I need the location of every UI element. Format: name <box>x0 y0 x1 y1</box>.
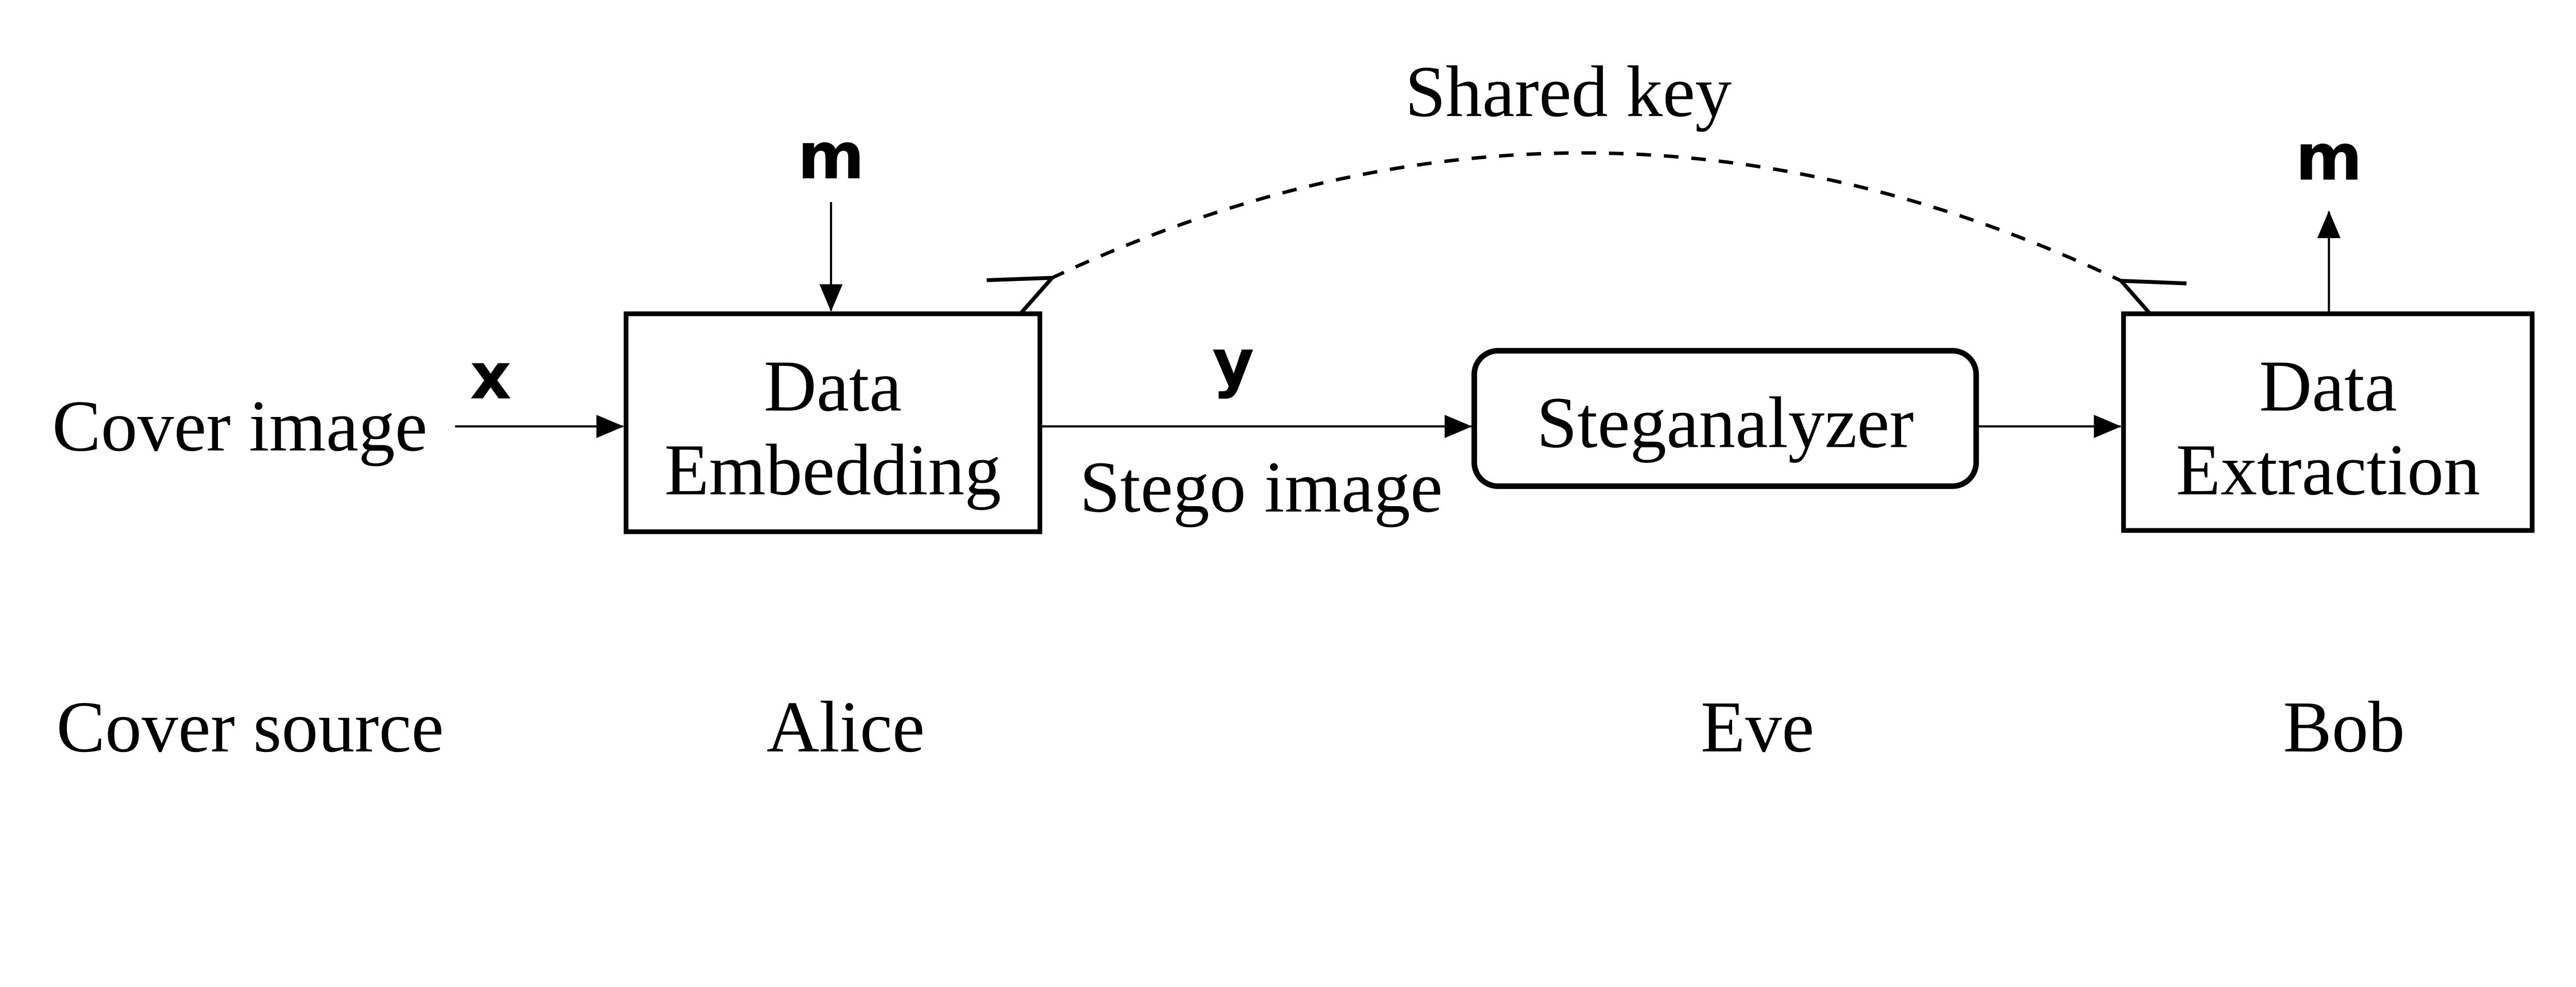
cover-source-label: Cover source <box>56 687 444 767</box>
steganography-system-diagram: Shared key x y m m Cover image Stego ima… <box>52 51 2535 767</box>
data-extraction-title-line1: Data <box>2259 345 2397 426</box>
shared-key-arc-arrow <box>1050 151 2123 282</box>
stego-signal-label: y <box>1212 325 1255 400</box>
shared-key-label: Shared key <box>1405 51 1732 132</box>
eve-label: Eve <box>1701 687 1814 767</box>
alice-label: Alice <box>767 687 925 767</box>
data-extraction-title-line2: Extraction <box>2176 429 2480 510</box>
data-embedding-title-line2: Embedding <box>665 429 1002 510</box>
data-embedding-title-line1: Data <box>764 345 902 426</box>
steganalyzer-box <box>1471 348 1979 489</box>
cover-signal-label: x <box>470 339 512 414</box>
bob-label: Bob <box>2283 687 2404 767</box>
message-input-label: m <box>798 119 865 194</box>
data-embedding-box <box>623 311 1042 534</box>
diagram-canvas: Shared key x y m m Cover image Stego ima… <box>52 51 2535 767</box>
steganalyzer-title: Steganalyzer <box>1537 382 1914 463</box>
cover-image-label: Cover image <box>52 386 427 466</box>
stego-image-label: Stego image <box>1079 446 1443 527</box>
message-output-label: m <box>2295 120 2362 195</box>
